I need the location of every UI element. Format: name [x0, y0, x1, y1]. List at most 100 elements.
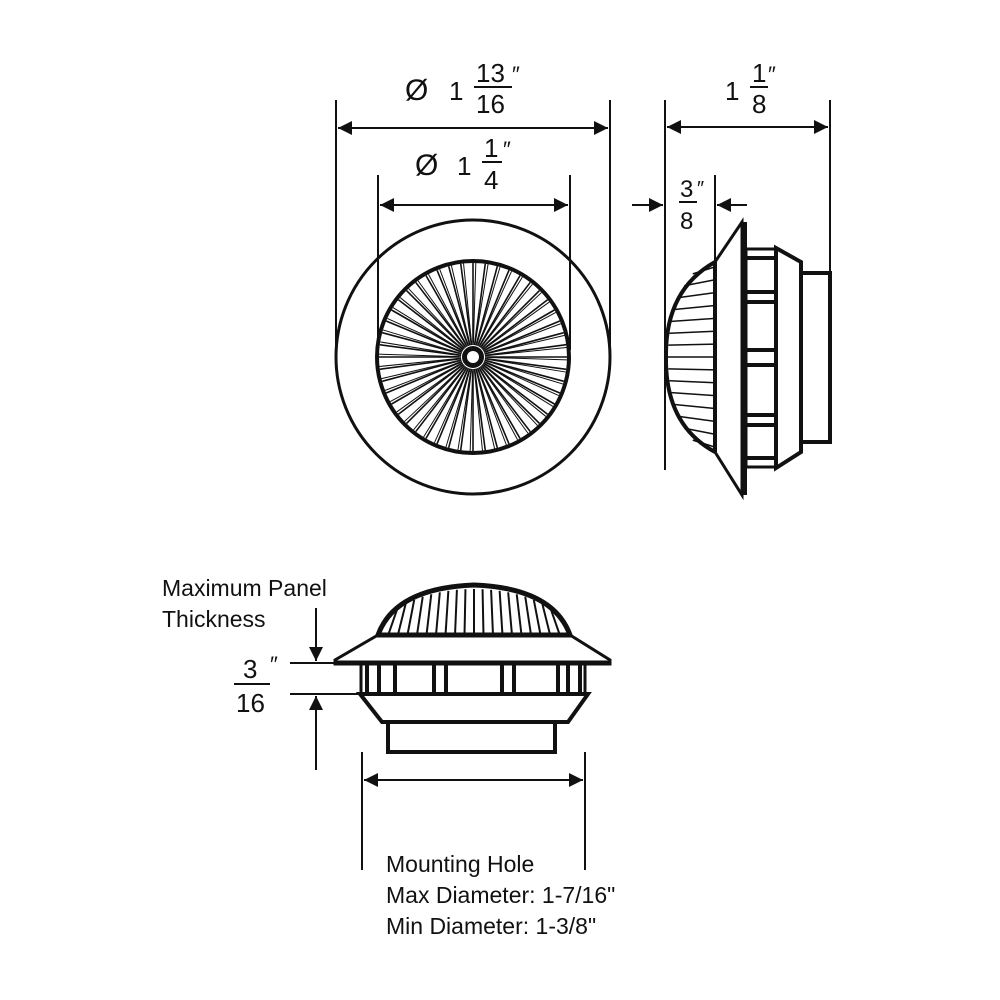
rib-line: [473, 263, 487, 346]
rib-line: [482, 299, 549, 351]
rib-line: [477, 369, 507, 446]
rib-line: [408, 288, 464, 348]
rib-line: [678, 291, 716, 299]
rib-line: [397, 603, 407, 634]
outer-diameter-label: Ø 1 13 16 ″: [405, 58, 520, 119]
svg-text:8: 8: [680, 208, 693, 235]
svg-text:13: 13: [476, 58, 505, 88]
depth-label: 1 1 8 ″: [725, 58, 776, 119]
rib-line: [481, 283, 533, 347]
rib-line: [417, 280, 466, 346]
rib-line: [425, 275, 468, 348]
rib-line: [480, 368, 529, 434]
rib-line: [379, 357, 460, 367]
side-view: 1 1 8 ″ 3 8 ″: [632, 58, 832, 501]
rib-line: [457, 370, 472, 450]
rib-line: [397, 299, 464, 351]
rib-line: [692, 439, 716, 448]
rib-line: [674, 304, 716, 311]
rib-line: [469, 370, 474, 451]
rib-line: [482, 309, 555, 352]
side-back-cylinder: [799, 271, 832, 444]
rib-line: [463, 263, 473, 344]
rib-line: [444, 590, 450, 634]
rib-line: [476, 367, 510, 445]
rib-line: [486, 334, 565, 355]
panel-label-line2: Thickness: [162, 606, 266, 632]
side-dome: [663, 260, 716, 454]
bottom-flange: [333, 633, 612, 666]
rib-line: [378, 616, 390, 634]
rib-line: [671, 317, 716, 323]
rib-line: [507, 592, 513, 634]
rib-line: [478, 366, 521, 439]
lens-circle: [375, 259, 571, 455]
svg-text:1: 1: [484, 133, 498, 163]
rib-line: [459, 263, 473, 346]
rib-line: [479, 281, 531, 348]
dome-depth-label: 3 8 ″: [679, 176, 704, 235]
rib-line: [397, 363, 464, 415]
rib-line: [399, 297, 463, 349]
svg-text:″: ″: [512, 62, 520, 87]
rib-line: [482, 363, 549, 415]
rib-line: [379, 343, 462, 357]
rib-line: [674, 403, 716, 410]
svg-text:16: 16: [236, 688, 265, 718]
svg-text:16: 16: [476, 89, 505, 119]
rib-line: [669, 330, 716, 335]
rib-line: [479, 366, 531, 433]
rib-line: [473, 370, 483, 451]
rib-line: [459, 368, 473, 451]
rib-line: [450, 265, 471, 344]
rib-line: [484, 357, 567, 371]
rib-line: [481, 589, 485, 634]
svg-text:1: 1: [725, 76, 739, 106]
svg-text:Ø: Ø: [405, 74, 428, 107]
rib-line: [668, 368, 716, 371]
rib-line: [389, 363, 461, 402]
rib-line: [486, 347, 567, 357]
rib-line: [515, 594, 523, 634]
side-body: [744, 247, 778, 469]
rib-line: [692, 266, 716, 275]
rib-line: [475, 368, 499, 449]
rib-line: [435, 592, 441, 634]
rib-line: [475, 265, 499, 346]
rib-line: [486, 356, 567, 361]
svg-text:″: ″: [768, 62, 776, 87]
rib-line: [485, 312, 557, 351]
rib-line: [558, 616, 570, 634]
rib-line: [480, 364, 541, 425]
rib-line: [413, 367, 465, 431]
rib-line: [484, 363, 554, 407]
rib-line: [379, 353, 460, 358]
svg-text:1: 1: [449, 76, 463, 106]
rib-line: [385, 360, 463, 394]
mounting-hole-label: Mounting Hole: [386, 851, 534, 877]
svg-text:1: 1: [752, 58, 766, 88]
rib-line: [454, 589, 458, 634]
rib-line: [381, 359, 462, 383]
rib-line: [484, 359, 565, 383]
rib-line: [524, 596, 532, 634]
bottom-view: Maximum Panel Thickness 3 ″ 16 Mounting: [162, 575, 615, 939]
rib-line: [484, 331, 565, 355]
rib-line: [483, 365, 547, 417]
rib-line: [476, 266, 501, 344]
rib-line: [381, 359, 460, 380]
svg-text:″: ″: [270, 652, 278, 677]
rib-line: [483, 360, 561, 394]
rib-line: [472, 263, 477, 344]
rib-line: [425, 366, 468, 439]
panel-label-line1: Maximum Panel: [162, 575, 327, 601]
svg-text:Ø: Ø: [415, 149, 438, 182]
rib-line: [382, 329, 460, 354]
rib-line: [532, 599, 542, 634]
rib-line: [439, 268, 469, 345]
rib-line: [671, 391, 716, 397]
rib-line: [678, 415, 716, 423]
svg-text:″: ″: [697, 178, 704, 200]
rib-line: [379, 357, 462, 371]
